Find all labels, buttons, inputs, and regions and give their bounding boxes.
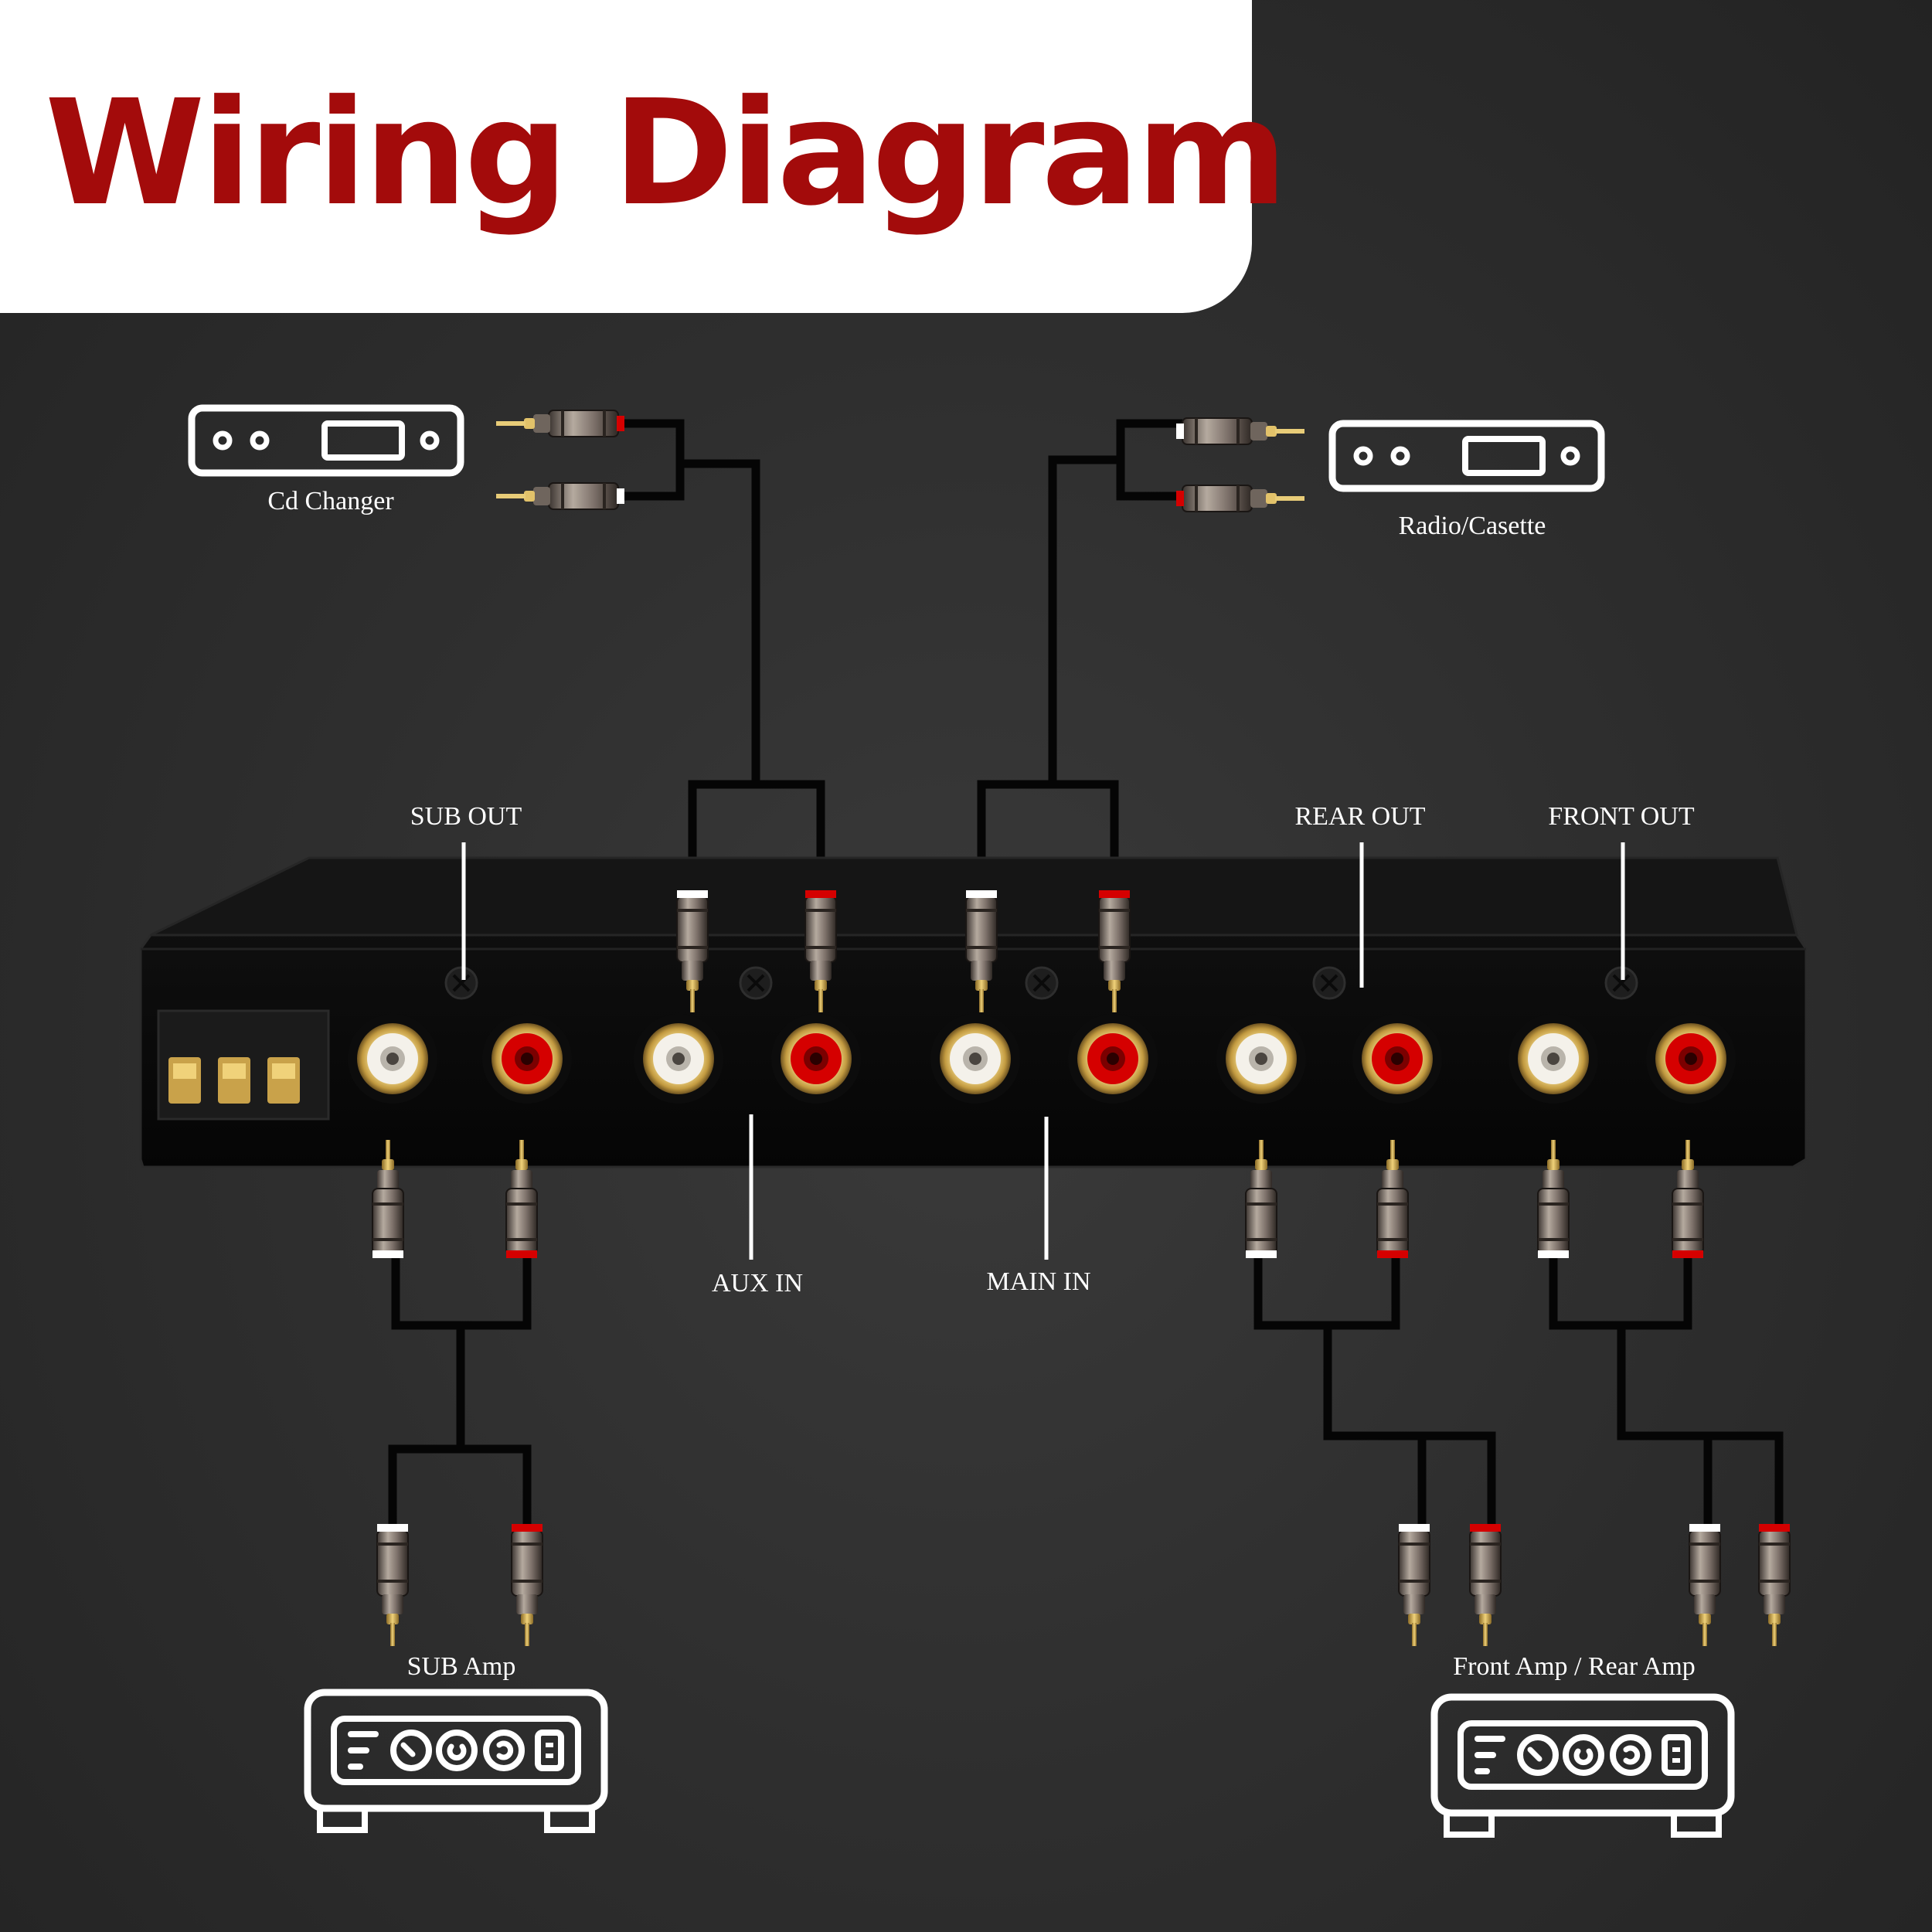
- main-in-label: MAIN IN: [986, 1267, 1091, 1296]
- sub-out-right-jack: [482, 1014, 572, 1104]
- front-out-right-jack: [1646, 1014, 1736, 1104]
- front-out-left-jack: [1509, 1014, 1598, 1104]
- front-rear-amp-icon: [1434, 1697, 1731, 1835]
- main-in-left-jack: [930, 1014, 1020, 1104]
- processor-unit: [139, 856, 1808, 1168]
- radio-cassette-icon: [1332, 423, 1601, 488]
- cd-changer-icon: [192, 408, 461, 473]
- page-title: Wiring Diagram: [45, 69, 1287, 238]
- sub-amp-label: SUB Amp: [406, 1652, 516, 1681]
- sub-amp-icon: [308, 1692, 604, 1830]
- cd-changer-label: Cd Changer: [267, 487, 394, 515]
- sub-out-label: SUB OUT: [410, 802, 522, 831]
- front-out-label: FRONT OUT: [1548, 802, 1695, 831]
- main-in-right-jack: [1068, 1014, 1158, 1104]
- aux-in-label: AUX IN: [711, 1269, 804, 1298]
- front-rear-amp-label: Front Amp / Rear Amp: [1453, 1652, 1696, 1681]
- sub-out-left-jack: [348, 1014, 437, 1104]
- rear-out-left-jack: [1216, 1014, 1306, 1104]
- radio-cassette-label: Radio/Casette: [1398, 512, 1546, 540]
- title-banner: Wiring Diagram: [0, 0, 1287, 313]
- aux-in-right-jack: [771, 1014, 861, 1104]
- aux-in-left-jack: [634, 1014, 723, 1104]
- rear-out-label: REAR OUT: [1294, 802, 1426, 831]
- rear-out-right-jack: [1352, 1014, 1442, 1104]
